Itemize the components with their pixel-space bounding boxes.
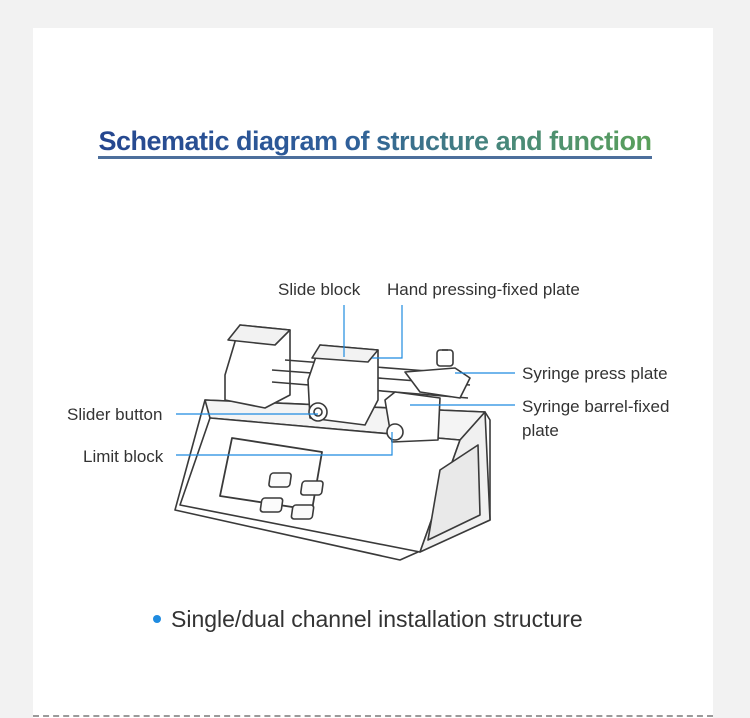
label-syringe-barrel-fixed-plate-line1: Syringe barrel-fixed — [522, 397, 670, 416]
label-syringe-press-plate: Syringe press plate — [522, 364, 668, 383]
label-limit-block: Limit block — [83, 447, 164, 466]
page-title: Schematic diagram of structure and funct… — [0, 126, 750, 159]
caption: Single/dual channel installation structu… — [153, 606, 583, 633]
label-syringe-barrel-fixed-plate-line2: plate — [522, 421, 559, 440]
label-slide-block: Slide block — [278, 280, 361, 299]
label-slider-button: Slider button — [67, 405, 163, 424]
dashed-divider — [33, 715, 713, 717]
label-hand-pressing-fixed-plate: Hand pressing-fixed plate — [387, 280, 580, 299]
bullet-icon — [153, 614, 161, 623]
caption-text: Single/dual channel installation structu… — [171, 606, 583, 632]
